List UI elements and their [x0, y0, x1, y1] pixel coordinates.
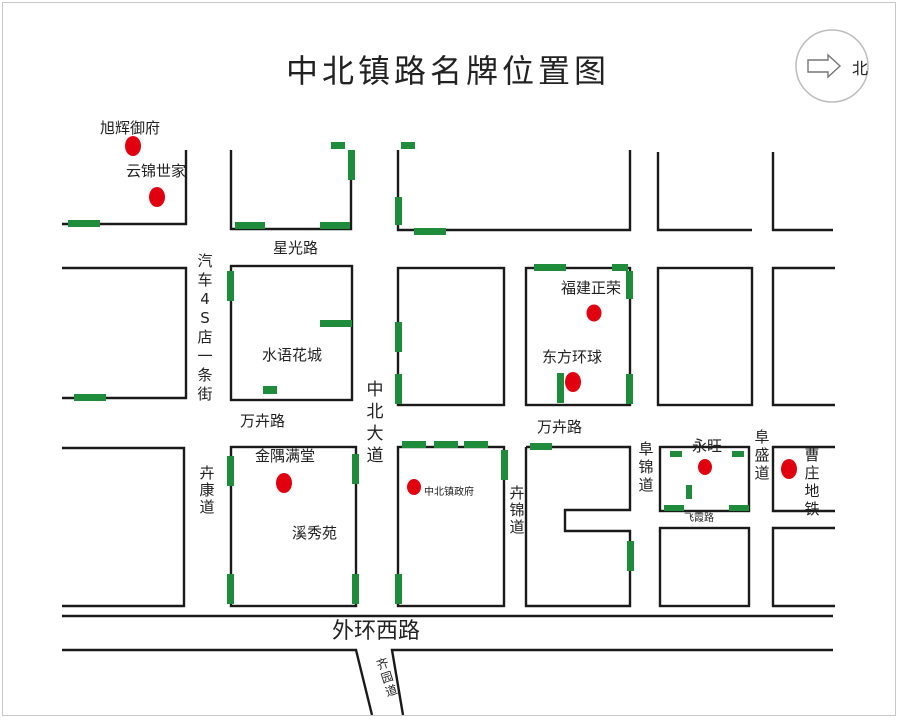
poi-marker-xuhui: [125, 136, 141, 156]
road-sign-marker: [395, 322, 402, 352]
road-sign-marker: [227, 456, 234, 486]
north-compass: 北: [795, 29, 869, 103]
road-sign-marker: [670, 451, 682, 457]
road-label-bianjin: 卉锦道: [509, 484, 524, 536]
place-label-jinyu: 金隅满堂: [255, 447, 315, 465]
place-label-fujian: 福建正荣: [561, 279, 621, 297]
road-sign-marker: [434, 441, 458, 448]
place-label-dongfang: 东方环球: [542, 348, 602, 366]
place-label-yongwang: 永旺: [692, 437, 722, 455]
road-signs: [68, 142, 749, 604]
place-label-xuhui: 旭辉御府: [100, 119, 160, 137]
road-label-xingguang: 星光路: [273, 239, 318, 257]
road-sign-marker: [627, 541, 634, 571]
road-sign-marker: [348, 150, 355, 180]
road-network: [62, 150, 835, 716]
place-label-xixiu: 溪秀苑: [292, 524, 337, 542]
road-sign-marker: [395, 374, 402, 404]
road-sign-marker: [626, 271, 633, 299]
road-sign-marker: [68, 220, 100, 227]
arrow-right-icon: [807, 53, 842, 79]
compass-label: 北: [852, 59, 868, 78]
road-label-zhongbei: 中北大道: [367, 380, 384, 466]
road-label-bianzhang: 卉康道: [199, 464, 214, 516]
road-sign-marker: [530, 443, 552, 450]
road-sign-marker: [352, 574, 359, 604]
poi-markers: [125, 136, 797, 495]
road-sign-marker: [331, 142, 345, 149]
poi-marker-caozhuang: [781, 459, 797, 479]
place-label-government: 中北镇政府: [424, 485, 474, 498]
road-label-fusheng: 阜盛道: [754, 428, 769, 482]
road-sign-marker: [227, 574, 234, 604]
road-sign-marker: [320, 320, 352, 327]
road-sign-marker: [664, 505, 684, 511]
place-label-caozhuang: 曹庄地铁: [804, 446, 819, 518]
road-sign-marker: [320, 222, 350, 229]
road-sign-marker: [401, 142, 415, 149]
road-sign-marker: [464, 441, 488, 448]
road-sign-marker: [74, 394, 106, 401]
road-sign-marker: [534, 264, 566, 271]
road-label-feixia: 飞霞路: [684, 511, 714, 524]
map-title: 中北镇路名牌位置图: [286, 52, 610, 90]
road-sign-marker: [557, 373, 564, 403]
road-sign-marker: [227, 271, 234, 301]
road-sign-marker: [732, 451, 744, 457]
road-sign-marker: [612, 264, 628, 271]
road-sign-marker: [235, 222, 265, 229]
road-sign-marker: [729, 505, 749, 511]
poi-marker-jinyu: [276, 473, 292, 493]
road-label-wanbian-right: 万卉路: [537, 418, 582, 436]
road-sign-marker: [395, 197, 402, 225]
road-sign-marker: [626, 374, 633, 404]
road-label-fujin: 阜锦道: [638, 440, 653, 494]
road-label-qiyuan: 齐园道: [375, 655, 400, 700]
place-labels: 旭辉御府 云锦世家 水语花城 福建正荣 东方环球 金隅满堂 溪秀苑 中北镇政府 …: [100, 119, 722, 542]
road-label-wanbian-left: 万卉路: [240, 412, 285, 430]
poi-marker-fujian: [586, 304, 602, 322]
poi-marker-dongfang: [565, 372, 581, 392]
road-sign-marker: [352, 454, 359, 484]
road-sign-marker: [395, 574, 402, 604]
poi-marker-yongwang: [698, 459, 712, 475]
road-sign-marker: [686, 485, 692, 499]
road-labels: 星光路 万卉路 万卉路 飞霞路 外环西路: [240, 239, 714, 644]
road-sign-marker: [402, 441, 426, 448]
poi-marker-government: [407, 479, 421, 495]
place-label-shuiyu: 水语花城: [262, 346, 322, 364]
road-sign-marker: [501, 450, 508, 480]
place-label-yunjin: 云锦世家: [126, 162, 186, 180]
road-sign-marker: [263, 386, 277, 394]
road-label-waihuan: 外环西路: [332, 619, 420, 644]
road-sign-marker: [414, 228, 446, 235]
poi-marker-yunjin: [149, 187, 165, 207]
